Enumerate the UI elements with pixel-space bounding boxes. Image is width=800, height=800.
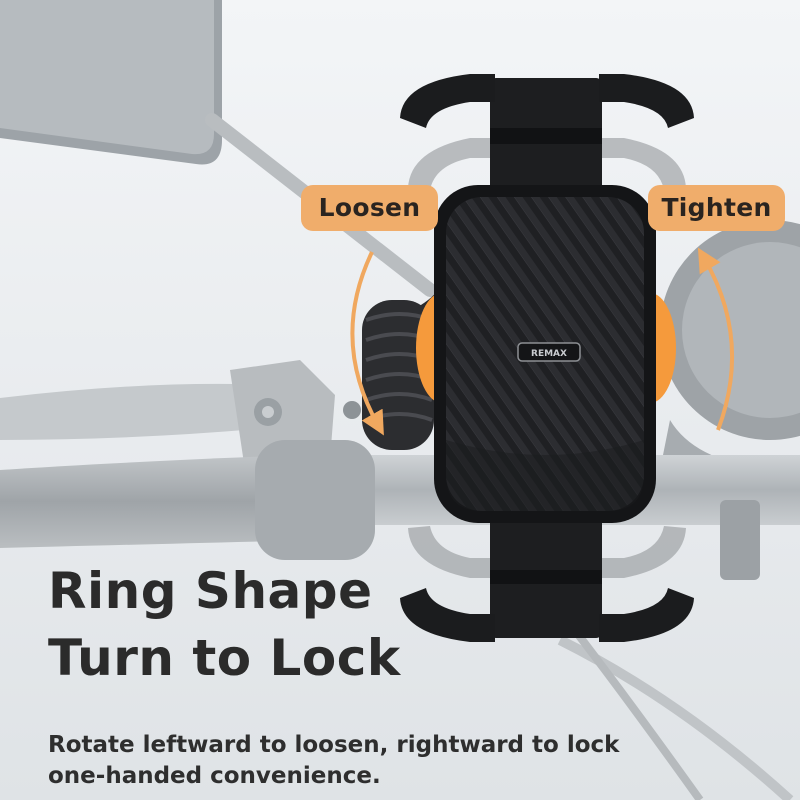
description: Rotate leftward to loosen, rightward to …	[48, 730, 768, 792]
tighten-label: Tighten	[648, 185, 785, 231]
tighten-arrow	[697, 247, 735, 431]
headline-line-1: Ring Shape	[48, 562, 373, 620]
handlebar	[0, 440, 800, 580]
headline-line-2: Turn to Lock	[48, 629, 401, 687]
headline: Ring Shape Turn to Lock	[48, 558, 401, 692]
loosen-arrow	[350, 251, 384, 436]
phone-holder	[400, 74, 694, 642]
brand-logo: REMAX	[531, 349, 567, 359]
description-line-1: Rotate leftward to loosen, rightward to …	[48, 732, 620, 758]
loosen-label: Loosen	[301, 185, 438, 231]
mirror	[0, 0, 437, 297]
description-line-2: one-handed convenience.	[48, 763, 381, 789]
ghost-arms	[408, 138, 686, 578]
